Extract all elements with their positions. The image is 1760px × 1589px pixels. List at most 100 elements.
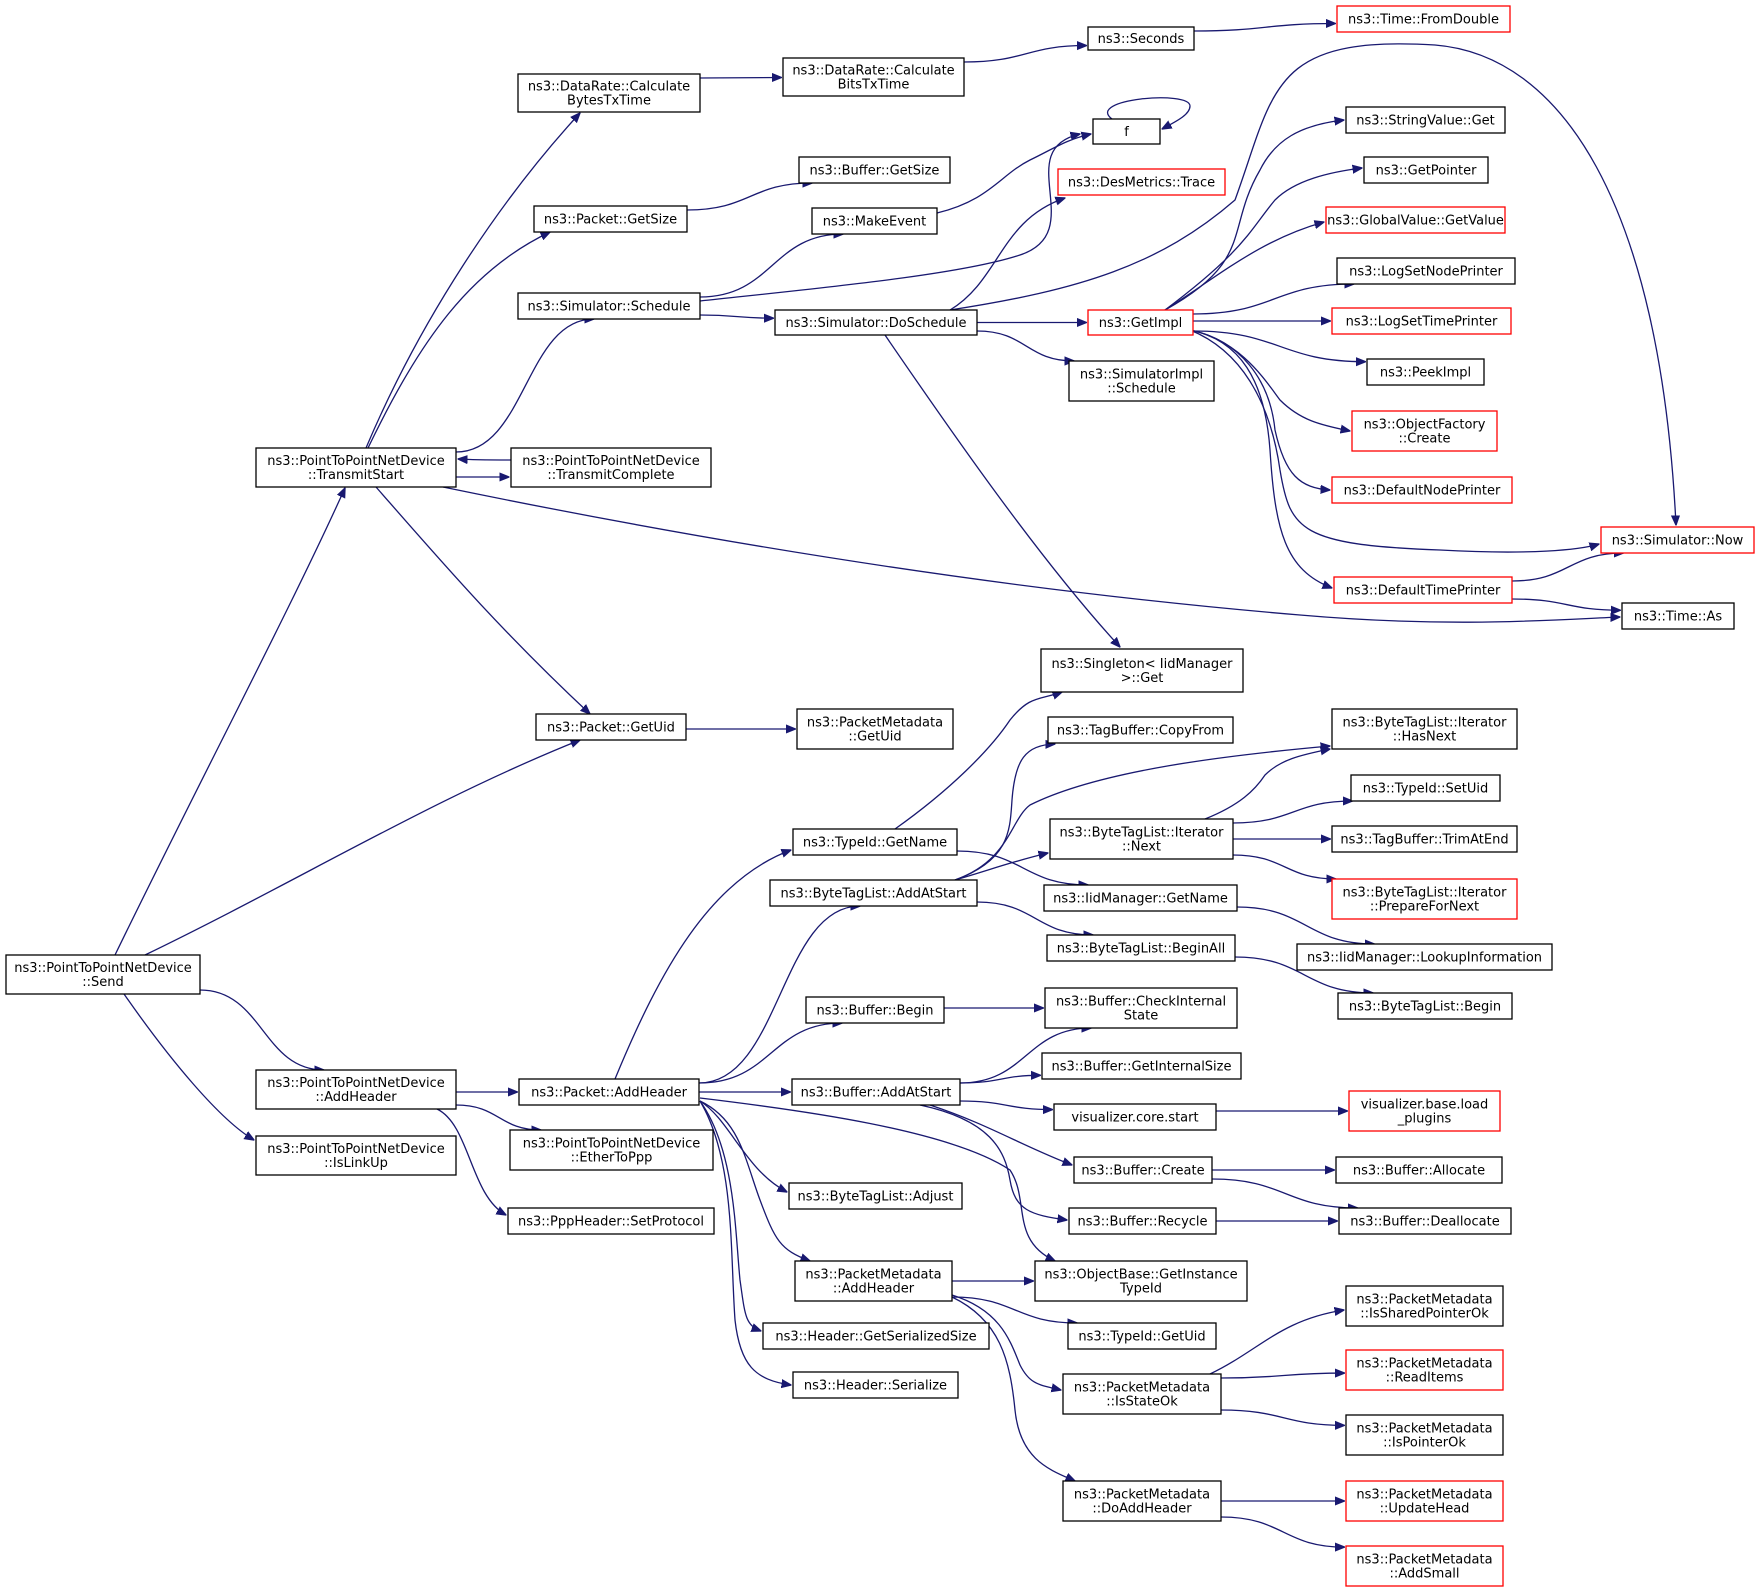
node-buf_getsize[interactable]: ns3::Buffer::GetSize bbox=[798, 156, 951, 184]
node-label: ::IsSharedPointerOk bbox=[1360, 1307, 1489, 1322]
node-label: ns3::ByteTagList::Adjust bbox=[798, 1190, 954, 1205]
edge-transmitstart-to-pkt_getuid bbox=[375, 486, 590, 714]
node-addheader_p2p[interactable]: ns3::PointToPointNetDevice::AddHeader bbox=[255, 1069, 457, 1110]
node-box bbox=[517, 73, 701, 113]
node-label: ::Send bbox=[82, 975, 124, 990]
node-ethertoppp[interactable]: ns3::PointToPointNetDevice::EtherToPpp bbox=[509, 1129, 714, 1171]
node-singleton[interactable]: ns3::Singleton< IidManager>::Get bbox=[1040, 648, 1244, 693]
edge-dr_bits-to-seconds bbox=[963, 46, 1087, 63]
node-box bbox=[5, 954, 201, 995]
node-label: ns3::PacketMetadata bbox=[805, 1268, 941, 1283]
node-viz_load[interactable]: visualizer.base.load_plugins bbox=[1348, 1090, 1501, 1132]
node-pkt_getsize[interactable]: ns3::Packet::GetSize bbox=[533, 205, 688, 233]
node-buf_getinternalsize[interactable]: ns3::Buffer::GetInternalSize bbox=[1041, 1052, 1242, 1080]
node-bti_hasnext[interactable]: ns3::ByteTagList::Iterator::HasNext bbox=[1331, 708, 1518, 750]
edge-btl_addatstart-to-tb_copyfrom bbox=[954, 744, 1055, 881]
node-seconds[interactable]: ns3::Seconds bbox=[1087, 26, 1195, 51]
node-box bbox=[510, 447, 712, 488]
node-box bbox=[1040, 648, 1244, 693]
node-btl_addatstart[interactable]: ns3::ByteTagList::AddAtStart bbox=[769, 879, 978, 907]
node-pm_addsmall[interactable]: ns3::PacketMetadata::AddSmall bbox=[1345, 1545, 1504, 1587]
node-bti_prepare[interactable]: ns3::ByteTagList::Iterator::PrepareForNe… bbox=[1331, 878, 1518, 920]
node-pkt_getuid[interactable]: ns3::Packet::GetUid bbox=[535, 713, 687, 741]
node-makeevent[interactable]: ns3::MakeEvent bbox=[811, 207, 938, 235]
node-timeas[interactable]: ns3::Time::As bbox=[1621, 602, 1735, 630]
node-label: ns3::Simulator::DoSchedule bbox=[785, 316, 966, 331]
node-typeid_getuid[interactable]: ns3::TypeId::GetUid bbox=[1067, 1322, 1217, 1350]
node-iid_getname[interactable]: ns3::IidManager::GetName bbox=[1043, 884, 1238, 912]
node-tb_copyfrom[interactable]: ns3::TagBuffer::CopyFrom bbox=[1047, 716, 1234, 744]
node-simnow[interactable]: ns3::Simulator::Now bbox=[1600, 526, 1755, 554]
node-buf_allocate[interactable]: ns3::Buffer::Allocate bbox=[1335, 1156, 1503, 1184]
node-islinkup[interactable]: ns3::PointToPointNetDevice::IsLinkUp bbox=[255, 1135, 457, 1176]
node-peekimpl[interactable]: ns3::PeekImpl bbox=[1366, 358, 1485, 386]
edge-getimpl-to-stringvalue bbox=[1164, 120, 1344, 311]
node-btl_begin[interactable]: ns3::ByteTagList::Begin bbox=[1337, 992, 1513, 1020]
node-box bbox=[805, 996, 945, 1024]
node-fromdouble[interactable]: ns3::Time::FromDouble bbox=[1336, 5, 1511, 33]
edge-btl_beginall-to-btl_begin bbox=[1234, 956, 1373, 993]
node-getimpl[interactable]: ns3::GetImpl bbox=[1087, 309, 1194, 336]
node-getpointer[interactable]: ns3::GetPointer bbox=[1363, 156, 1489, 184]
node-btl_adjust[interactable]: ns3::ByteTagList::Adjust bbox=[788, 1182, 963, 1210]
edge-doschedule-to-singleton bbox=[884, 334, 1120, 647]
node-buf_create[interactable]: ns3::Buffer::Create bbox=[1073, 1156, 1213, 1184]
node-buf_recycle[interactable]: ns3::Buffer::Recycle bbox=[1068, 1207, 1217, 1235]
node-buf_deallocate[interactable]: ns3::Buffer::Deallocate bbox=[1338, 1207, 1512, 1235]
node-buf_addatstart[interactable]: ns3::Buffer::AddAtStart bbox=[791, 1078, 961, 1106]
node-pm_isstateok[interactable]: ns3::PacketMetadata::IsStateOk bbox=[1062, 1373, 1222, 1415]
edge-pkt_addheader-to-objbase_typeid bbox=[699, 1097, 1055, 1261]
node-transmitstart[interactable]: ns3::PointToPointNetDevice::TransmitStar… bbox=[255, 447, 457, 488]
node-objfactory[interactable]: ns3::ObjectFactory::Create bbox=[1351, 410, 1498, 452]
node-box bbox=[1345, 1349, 1504, 1391]
node-box bbox=[1338, 1207, 1512, 1235]
node-label: ns3::DataRate::Calculate bbox=[792, 64, 954, 79]
node-logtimeprinter[interactable]: ns3::LogSetTimePrinter bbox=[1331, 307, 1512, 335]
node-deftimeprinter[interactable]: ns3::DefaultTimePrinter bbox=[1333, 576, 1513, 604]
node-iid_lookup[interactable]: ns3::IidManager::LookupInformation bbox=[1296, 943, 1553, 971]
node-f[interactable]: f bbox=[1092, 118, 1161, 145]
node-hdr_serialize[interactable]: ns3::Header::Serialize bbox=[792, 1371, 959, 1399]
node-label: _plugins bbox=[1397, 1112, 1452, 1127]
node-viz_start[interactable]: visualizer.core.start bbox=[1053, 1103, 1217, 1131]
node-pm_getuid[interactable]: ns3::PacketMetadata::GetUid bbox=[796, 708, 954, 750]
node-box bbox=[1067, 1322, 1217, 1350]
node-lognodeprinter[interactable]: ns3::LogSetNodePrinter bbox=[1336, 257, 1516, 285]
node-ppp_setprotocol[interactable]: ns3::PppHeader::SetProtocol bbox=[507, 1207, 715, 1235]
node-stringvalue[interactable]: ns3::StringValue::Get bbox=[1345, 106, 1506, 134]
node-bti_next[interactable]: ns3::ByteTagList::Iterator::Next bbox=[1049, 818, 1234, 860]
node-doschedule[interactable]: ns3::Simulator::DoSchedule bbox=[774, 309, 978, 336]
node-btl_beginall[interactable]: ns3::ByteTagList::BeginAll bbox=[1046, 934, 1236, 962]
node-label: visualizer.core.start bbox=[1071, 1111, 1198, 1126]
node-pm_updatehead[interactable]: ns3::PacketMetadata::UpdateHead bbox=[1345, 1480, 1504, 1522]
node-sim_schedule[interactable]: ns3::Simulator::Schedule bbox=[517, 292, 701, 320]
node-pm_addheader[interactable]: ns3::PacketMetadata::AddHeader bbox=[794, 1260, 953, 1302]
node-label: ns3::PacketMetadata bbox=[807, 716, 943, 731]
node-box bbox=[1336, 5, 1511, 33]
node-transmitcomplete[interactable]: ns3::PointToPointNetDevice::TransmitComp… bbox=[510, 447, 712, 488]
node-pm_readitems[interactable]: ns3::PacketMetadata::ReadItems bbox=[1345, 1349, 1504, 1391]
node-pm_issharedptr[interactable]: ns3::PacketMetadata::IsSharedPointerOk bbox=[1345, 1285, 1504, 1327]
node-box bbox=[762, 1322, 990, 1350]
node-pm_doaddheader[interactable]: ns3::PacketMetadata::DoAddHeader bbox=[1062, 1480, 1222, 1522]
node-send[interactable]: ns3::PointToPointNetDevice::Send bbox=[5, 954, 201, 995]
edge-getimpl-to-globalvalue bbox=[1164, 222, 1324, 311]
node-globalvalue[interactable]: ns3::GlobalValue::GetValue bbox=[1325, 206, 1506, 234]
node-typeid_getname[interactable]: ns3::TypeId::GetName bbox=[792, 828, 958, 856]
node-tb_trimatend[interactable]: ns3::TagBuffer::TrimAtEnd bbox=[1331, 825, 1518, 853]
node-hdr_getsersize[interactable]: ns3::Header::GetSerializedSize bbox=[762, 1322, 990, 1350]
node-simimpl_schedule[interactable]: ns3::SimulatorImpl::Schedule bbox=[1068, 360, 1215, 402]
node-desmetrics[interactable]: ns3::DesMetrics::Trace bbox=[1057, 168, 1226, 196]
node-defnodeprinter[interactable]: ns3::DefaultNodePrinter bbox=[1331, 476, 1513, 504]
node-box bbox=[1345, 106, 1506, 134]
node-pm_ispointerok[interactable]: ns3::PacketMetadata::IsPointerOk bbox=[1345, 1414, 1504, 1456]
node-pkt_addheader[interactable]: ns3::Packet::AddHeader bbox=[518, 1078, 700, 1106]
node-typeid_setuid[interactable]: ns3::TypeId::SetUid bbox=[1350, 774, 1501, 802]
edge-getimpl-to-peekimpl bbox=[1192, 330, 1366, 362]
node-buf_begin[interactable]: ns3::Buffer::Begin bbox=[805, 996, 945, 1024]
edge-btl_addatstart-to-bti_hasnext bbox=[954, 746, 1330, 881]
